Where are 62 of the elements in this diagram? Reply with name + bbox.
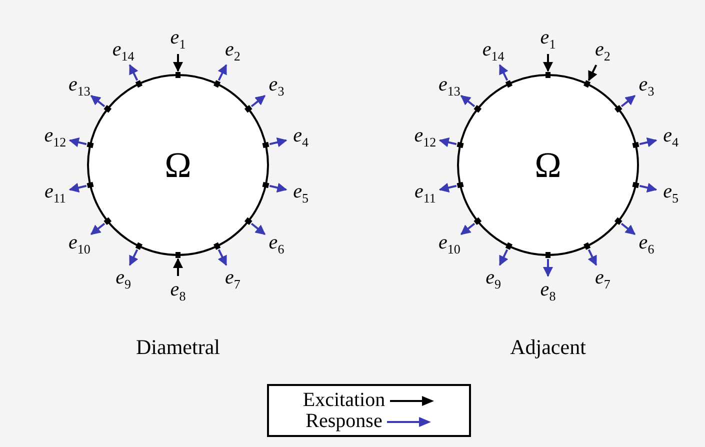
- arrow: [588, 64, 598, 82]
- electrode-label: e$_{9}$: [116, 267, 132, 290]
- arrow: [218, 249, 228, 266]
- arrow: [498, 64, 508, 81]
- electrode-label: e$_{6}$: [268, 232, 284, 256]
- electrode-label: e$_{11}$: [44, 182, 66, 205]
- electrode-label: e$_{14}$: [482, 40, 504, 63]
- arrow: [460, 222, 476, 235]
- arrow: [128, 64, 138, 81]
- arrow: [90, 95, 106, 108]
- legend-label: Excitation: [302, 390, 386, 411]
- arrow: [269, 137, 288, 148]
- electrode-label: e$_{2}$: [594, 40, 610, 63]
- arrow: [90, 222, 106, 235]
- arrow: [250, 222, 266, 235]
- arrow: [620, 95, 636, 108]
- arrow: [620, 222, 636, 235]
- electrode-label: e$_{4}$: [663, 125, 679, 148]
- arrow: [588, 249, 598, 266]
- arrow: [68, 182, 87, 193]
- electrode-label: e$_{12}$: [44, 125, 66, 148]
- arrow: [460, 95, 476, 108]
- electrode-label: e$_{8}$: [170, 280, 186, 302]
- legend-label: Response: [306, 411, 382, 432]
- omega-symbol: Ω: [534, 147, 562, 183]
- arrow: [498, 249, 508, 266]
- electrode-label: e$_{8}$: [540, 280, 556, 302]
- omega-symbol: Ω: [164, 147, 192, 183]
- electrode-label: e$_{7}$: [594, 267, 610, 290]
- electrode-label: e$_{13}$: [68, 74, 90, 98]
- electrode-label: e$_{10}$: [68, 232, 90, 256]
- diagram-caption: Adjacent: [510, 335, 586, 360]
- diagram-caption: Diametral: [136, 335, 220, 360]
- arrow: [543, 259, 553, 277]
- arrow: [68, 137, 87, 148]
- electrode-label: e$_{6}$: [638, 232, 654, 256]
- electrode-label: e$_{13}$: [438, 74, 460, 98]
- electrode-label: e$_{2}$: [224, 40, 240, 63]
- electrode-label: e$_{7}$: [224, 267, 240, 290]
- arrow: [269, 182, 288, 193]
- electrode-label: e$_{9}$: [486, 267, 502, 290]
- arrow: [438, 182, 457, 193]
- electrode-label: e$_{1}$: [540, 28, 556, 50]
- arrow: [128, 249, 138, 266]
- arrow: [543, 54, 553, 72]
- electrode-label: e$_{12}$: [414, 125, 436, 148]
- electrode-label: e$_{3}$: [268, 74, 284, 98]
- arrow: [639, 137, 658, 148]
- electrode-label: e$_{5}$: [293, 182, 309, 205]
- electrode-label: e$_{11}$: [414, 182, 436, 205]
- electrode-label: e$_{10}$: [438, 232, 460, 256]
- electrode-label: e$_{14}$: [112, 40, 134, 63]
- electrode-label: e$_{5}$: [663, 182, 679, 205]
- arrow: [639, 182, 658, 193]
- electrode-label: e$_{4}$: [293, 125, 309, 148]
- electrode-label: e$_{3}$: [638, 74, 654, 98]
- arrow: [438, 137, 457, 148]
- electrode-label: e$_{1}$: [170, 28, 186, 50]
- arrow: [250, 95, 266, 108]
- arrow: [173, 258, 183, 276]
- arrow: [218, 64, 228, 81]
- arrow: [173, 54, 183, 72]
